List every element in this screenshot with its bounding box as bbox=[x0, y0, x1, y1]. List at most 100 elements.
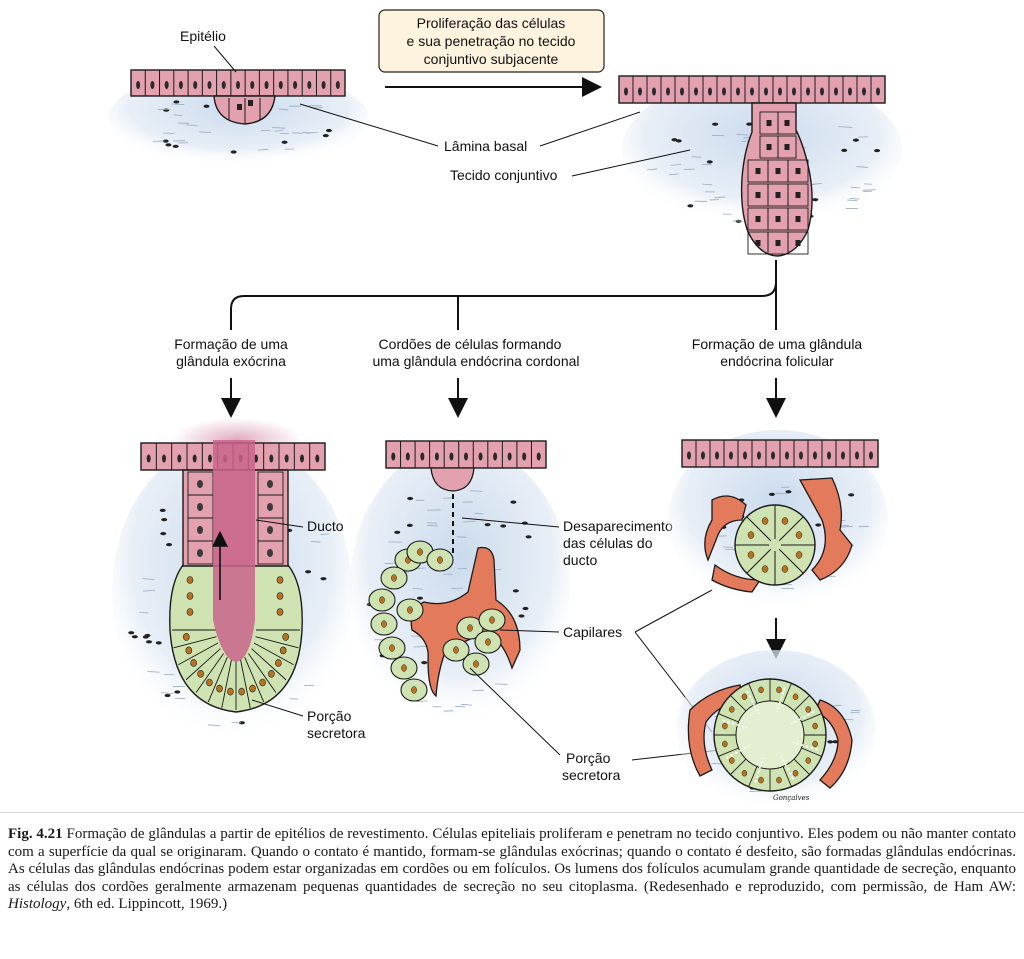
nucleus bbox=[795, 240, 801, 246]
fiber bbox=[207, 724, 221, 726]
figure-number: Fig. 4.21 bbox=[8, 826, 63, 842]
epithelial-cells-5 bbox=[687, 440, 873, 467]
fibroblast bbox=[230, 150, 237, 154]
cell-border bbox=[778, 548, 804, 574]
cell-border bbox=[748, 683, 758, 704]
nucleus bbox=[300, 454, 304, 463]
label-porcao-secretora-1a: Porção bbox=[307, 708, 352, 724]
label-desaparecimento-3: ducto bbox=[563, 552, 597, 568]
nucleus bbox=[321, 81, 326, 89]
label-lamina-basal: Lâmina basal bbox=[444, 138, 527, 154]
cord-cell bbox=[777, 111, 797, 135]
cell-border bbox=[782, 766, 792, 787]
fiber bbox=[669, 173, 679, 176]
follicle-1-cells bbox=[735, 505, 815, 585]
nucleus bbox=[164, 81, 169, 89]
fiber bbox=[427, 524, 438, 527]
leader-porcao-secretora-1 bbox=[251, 699, 304, 717]
nucleus bbox=[250, 81, 255, 89]
fibroblast bbox=[305, 570, 312, 574]
nucleus bbox=[741, 769, 748, 777]
nucleus bbox=[197, 480, 203, 488]
nucleus bbox=[507, 452, 512, 461]
label-desaparecimento-2: das células do bbox=[563, 535, 653, 551]
nucleus bbox=[775, 216, 781, 222]
nucleus bbox=[812, 722, 818, 730]
fiber bbox=[839, 525, 853, 528]
nucleus bbox=[813, 451, 817, 460]
cell-border bbox=[253, 642, 294, 666]
nucleus bbox=[722, 740, 728, 748]
nucleus bbox=[238, 687, 245, 696]
fibroblast bbox=[128, 631, 135, 635]
follicle-2-cells bbox=[714, 679, 826, 791]
fiber bbox=[274, 129, 284, 132]
nucleus bbox=[687, 451, 691, 460]
fiber bbox=[847, 199, 858, 202]
nucleus bbox=[536, 452, 541, 461]
nucleus bbox=[379, 596, 385, 604]
label-porcao-secretora-1b: secretora bbox=[307, 725, 366, 741]
fibroblast bbox=[164, 693, 171, 698]
nucleus bbox=[207, 81, 212, 89]
nucleus bbox=[315, 454, 320, 463]
secretion-arrow bbox=[790, 710, 815, 725]
nucleus bbox=[197, 526, 203, 534]
fibroblast bbox=[522, 606, 529, 611]
nucleus bbox=[391, 452, 396, 461]
leader-capilares-right-1 bbox=[634, 589, 713, 633]
fiber bbox=[278, 108, 289, 111]
nucleus bbox=[862, 87, 866, 96]
cord-cell bbox=[787, 159, 809, 183]
nucleus bbox=[276, 576, 284, 584]
nucleus bbox=[269, 454, 274, 463]
fibroblast bbox=[768, 492, 775, 496]
fiber bbox=[142, 578, 155, 580]
nucleus bbox=[764, 87, 768, 96]
cell-border bbox=[207, 656, 228, 703]
cell-border bbox=[718, 713, 739, 723]
leader-lamina-basal-right bbox=[539, 111, 641, 147]
fibroblast bbox=[525, 535, 532, 539]
fiber bbox=[171, 103, 185, 105]
nucleus bbox=[771, 451, 775, 460]
exocrine-gland bbox=[112, 418, 352, 740]
nucleus bbox=[795, 551, 803, 559]
nucleus bbox=[162, 454, 166, 463]
nucleus bbox=[275, 659, 282, 667]
fibroblast bbox=[841, 148, 848, 152]
nucleus bbox=[267, 526, 273, 534]
nucleus bbox=[276, 592, 284, 600]
secretion-arrow bbox=[754, 757, 764, 784]
nucleus bbox=[722, 87, 726, 96]
nucleus bbox=[391, 574, 397, 582]
fiber bbox=[147, 671, 160, 673]
fibroblast bbox=[406, 523, 413, 527]
fibroblast bbox=[322, 134, 329, 138]
fibroblast bbox=[161, 518, 168, 522]
nucleus bbox=[741, 693, 748, 701]
fibroblast bbox=[155, 641, 162, 645]
nucleus bbox=[792, 769, 799, 777]
nucleus bbox=[778, 87, 782, 96]
fibroblast bbox=[518, 614, 525, 618]
fiber bbox=[838, 126, 853, 128]
nucleus bbox=[186, 592, 194, 600]
caption-text-2: , 6th ed. Lippincott, 1969.) bbox=[66, 896, 228, 912]
nucleus bbox=[827, 451, 831, 460]
nucleus bbox=[757, 451, 761, 460]
cell-border bbox=[173, 636, 217, 649]
cell-border bbox=[251, 648, 287, 681]
figure-caption: Fig. 4.21 Formação de glândulas a partir… bbox=[8, 826, 1016, 914]
secretion-arrow bbox=[721, 719, 748, 729]
fiber bbox=[702, 183, 713, 186]
fibroblast bbox=[706, 160, 713, 164]
fiber bbox=[460, 703, 472, 706]
nucleus bbox=[401, 664, 407, 672]
nucleus bbox=[747, 551, 755, 559]
cell-border bbox=[730, 758, 747, 775]
nucleus bbox=[282, 633, 289, 641]
nucleus bbox=[812, 740, 818, 748]
secretion-arrow bbox=[780, 755, 795, 780]
fibroblast bbox=[848, 493, 855, 497]
